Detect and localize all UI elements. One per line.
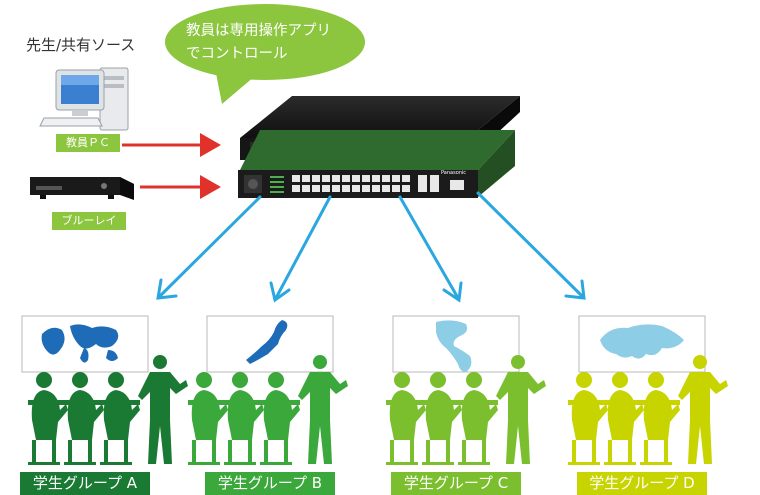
seated-person bbox=[640, 372, 680, 465]
group-c-people bbox=[386, 355, 546, 465]
output-arrow-c bbox=[398, 195, 460, 300]
output-arrow-a bbox=[158, 195, 262, 298]
switch-brand: Panasonic bbox=[441, 170, 466, 176]
seated-person bbox=[28, 372, 68, 465]
group-c-label: 学生グループ C bbox=[391, 472, 521, 495]
seated-person bbox=[224, 372, 264, 465]
group-a-people bbox=[28, 355, 188, 465]
seated-person bbox=[568, 372, 608, 465]
standing-presenter bbox=[138, 355, 188, 464]
standing-presenter bbox=[298, 355, 348, 464]
group-c-scene bbox=[392, 315, 520, 373]
seated-person bbox=[386, 372, 426, 465]
output-arrowhead-b bbox=[269, 281, 291, 303]
group-b-label: 学生グループ B bbox=[205, 472, 335, 495]
output-arrow-b bbox=[274, 195, 332, 300]
network-switch-icon bbox=[238, 130, 515, 198]
source-title: 先生/共有ソース bbox=[26, 36, 136, 54]
teacher-pc-icon bbox=[39, 67, 129, 131]
group-a-scene bbox=[21, 315, 149, 373]
americas-map-icon bbox=[436, 320, 472, 372]
standing-presenter bbox=[496, 355, 546, 464]
japan-map-icon bbox=[246, 320, 288, 364]
output-arrowhead-a bbox=[156, 278, 178, 300]
bubble-text: 教員は専用操作アプリ でコントロール bbox=[186, 20, 356, 66]
world-map-icon bbox=[41, 324, 119, 363]
seated-person bbox=[188, 372, 228, 465]
group-d-people bbox=[568, 355, 728, 465]
seated-person bbox=[100, 372, 140, 465]
seated-person bbox=[260, 372, 300, 465]
bluray-player-icon bbox=[30, 177, 134, 200]
eurasia-map-icon bbox=[600, 324, 684, 359]
standing-presenter bbox=[678, 355, 728, 464]
bubble-line-2: でコントロール bbox=[186, 46, 288, 62]
output-arrow-d bbox=[476, 191, 585, 299]
output-arrowhead-d bbox=[564, 279, 586, 300]
seated-person bbox=[64, 372, 104, 465]
group-d-scene bbox=[578, 315, 706, 373]
seated-person bbox=[458, 372, 498, 465]
bluray-tag: ブルーレイ bbox=[52, 212, 126, 230]
group-b-scene bbox=[206, 315, 334, 373]
seated-person bbox=[604, 372, 644, 465]
teacher-pc-tag: 教員ＰＣ bbox=[56, 134, 120, 152]
bubble-line-1: 教員は専用操作アプリ bbox=[186, 23, 331, 39]
group-a-label: 学生グループ A bbox=[20, 472, 150, 495]
group-d-label: 学生グループ D bbox=[577, 472, 707, 495]
speech-bubble bbox=[165, 4, 365, 104]
output-arrowhead-c bbox=[442, 281, 463, 303]
group-b-people bbox=[188, 355, 348, 465]
seated-person bbox=[422, 372, 462, 465]
